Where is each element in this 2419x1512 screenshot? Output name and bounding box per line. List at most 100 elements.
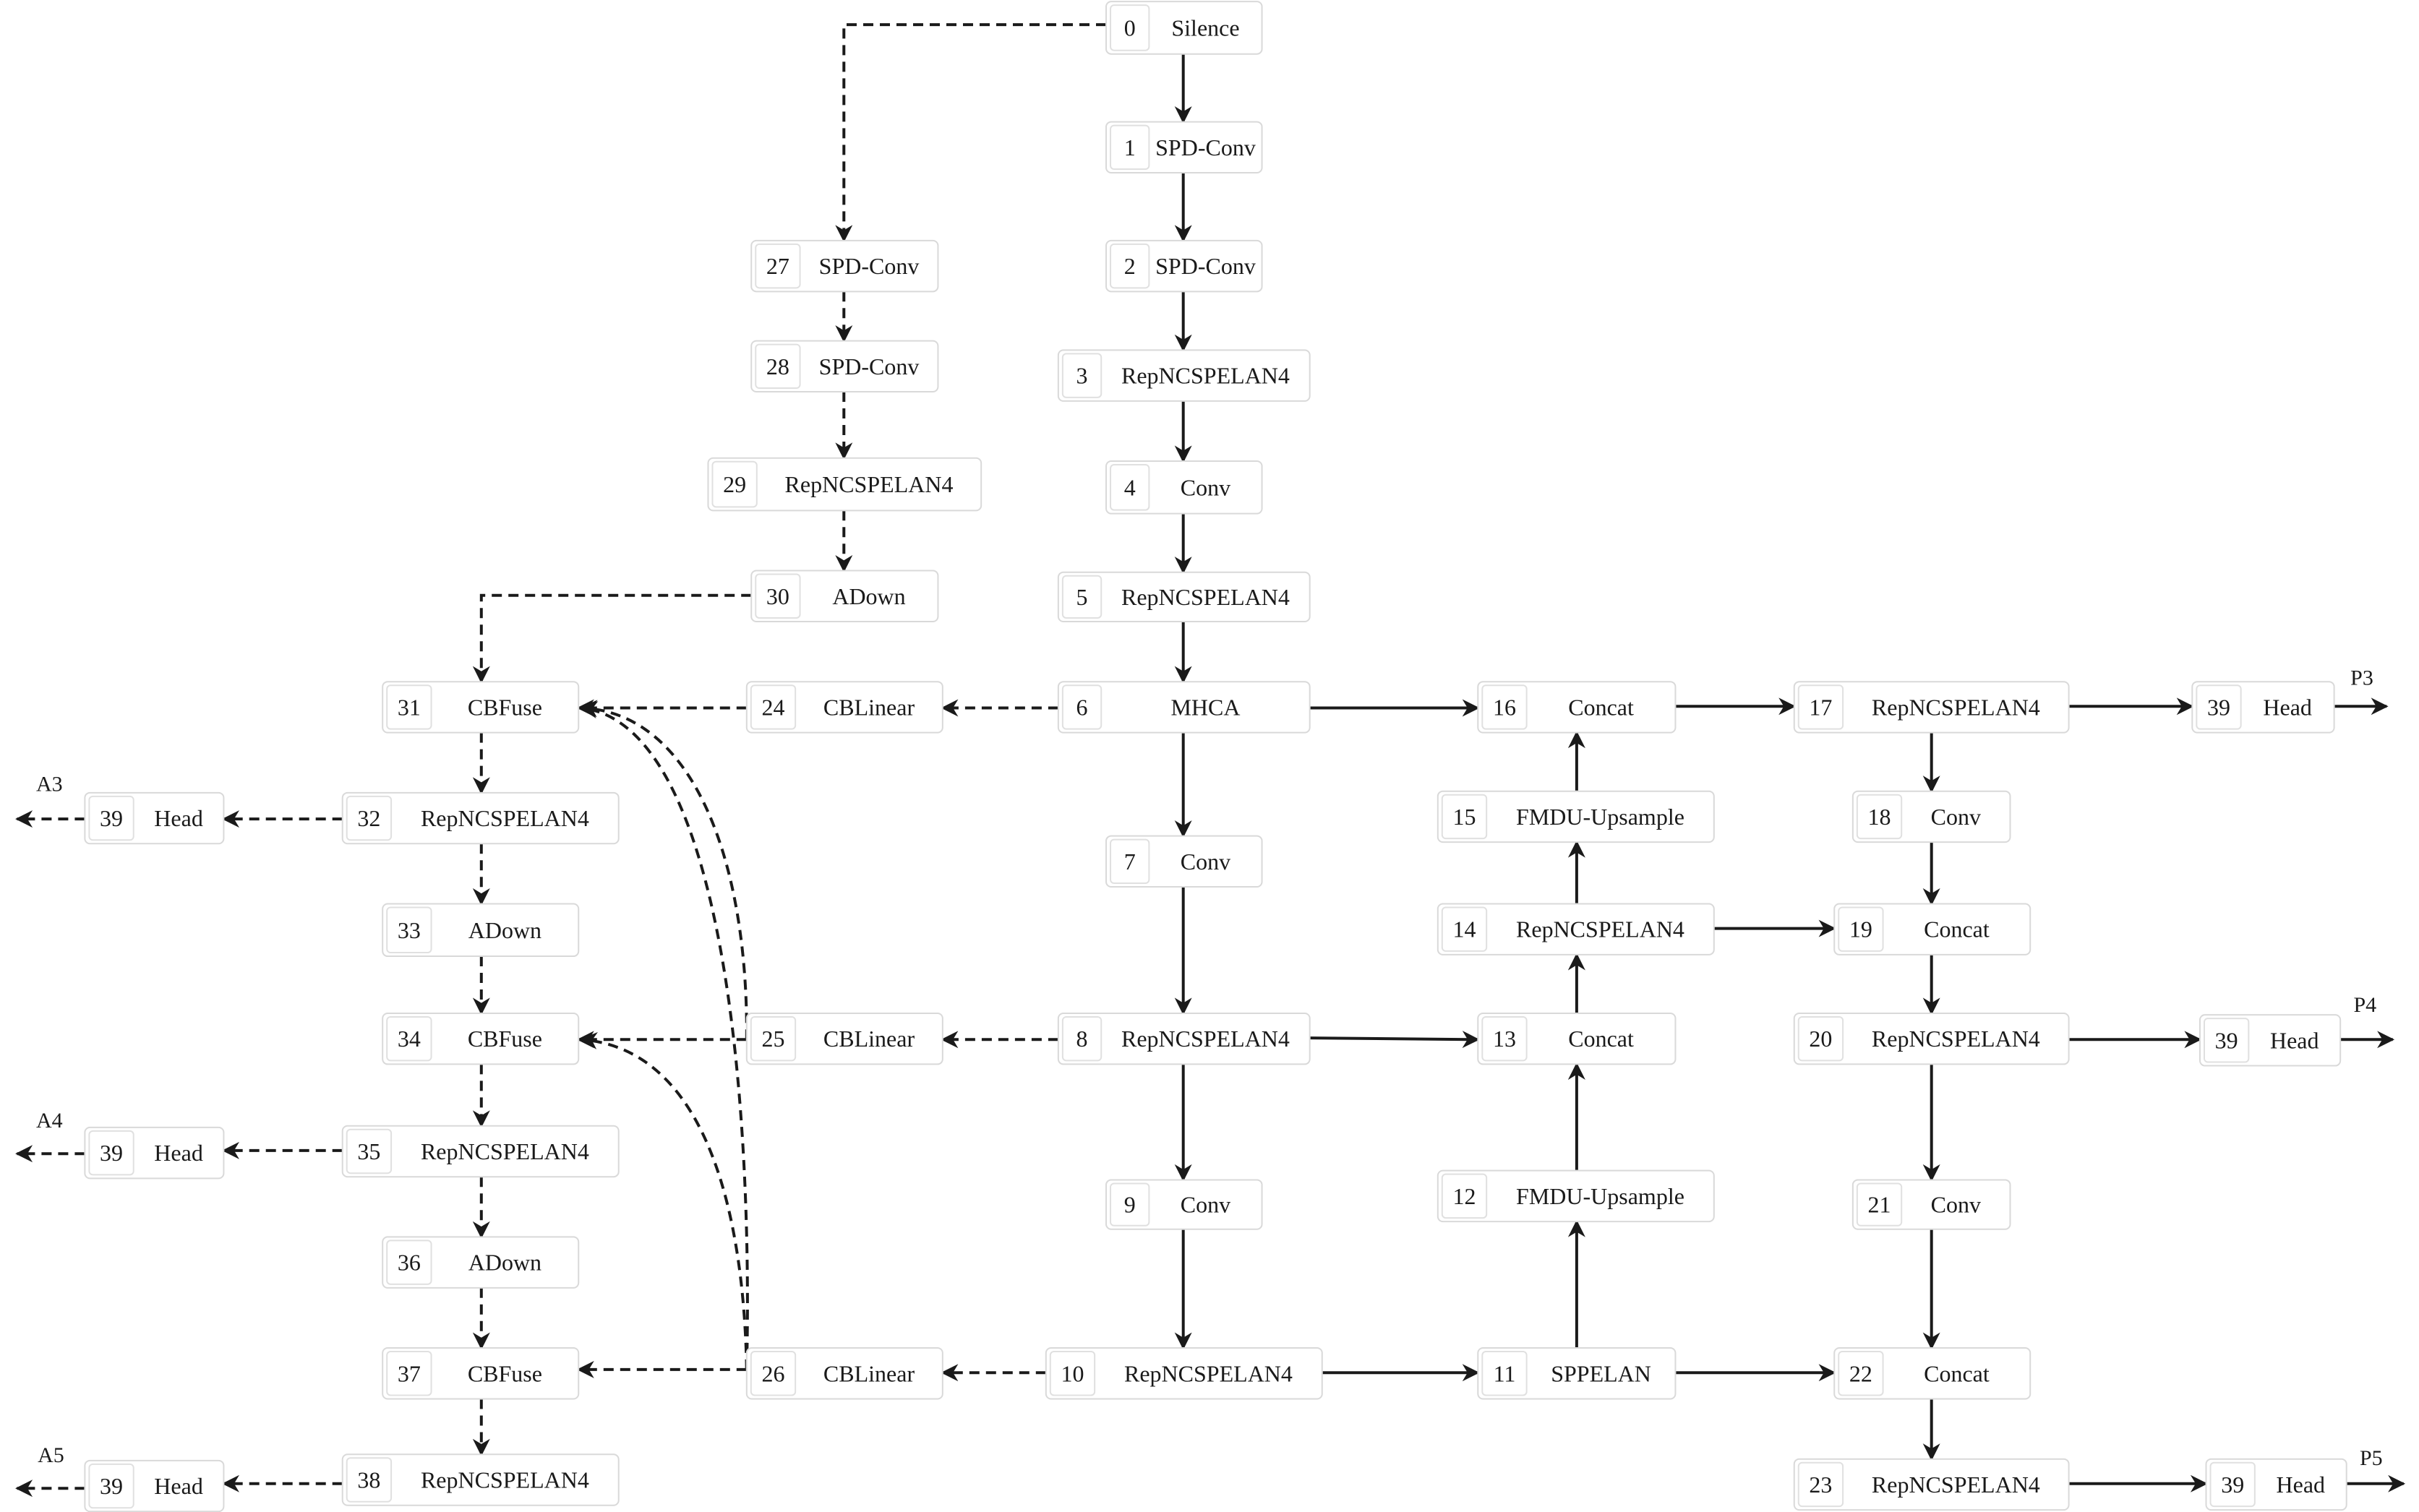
node-label: RepNCSPELAN4 (421, 1467, 589, 1493)
node-index-box (1110, 464, 1150, 511)
node-index-box (1856, 1182, 1903, 1227)
node-index: 21 (1868, 1192, 1891, 1218)
node-index-box (1061, 1015, 1103, 1062)
node-label: RepNCSPELAN4 (785, 471, 954, 497)
node-index-box (750, 1351, 797, 1396)
node-index-box (88, 1463, 134, 1509)
node-index-box (386, 1015, 432, 1062)
node-label: CBLinear (823, 694, 915, 720)
node-label: RepNCSPELAN4 (421, 1138, 589, 1164)
node-index: 18 (1868, 804, 1891, 830)
node-index: 32 (357, 805, 380, 831)
node-n35: 35 RepNCSPELAN4 (341, 1125, 620, 1178)
output-label-A4: A4 (36, 1109, 63, 1133)
node-box (1057, 681, 1311, 734)
node-label: Concat (1924, 1360, 1990, 1386)
node-label: RepNCSPELAN4 (1121, 1026, 1290, 1052)
node-index: 4 (1124, 474, 1136, 500)
node-box (1057, 349, 1311, 402)
node-index-box (755, 243, 801, 289)
node-index-box (386, 684, 432, 730)
node-index: 39 (100, 805, 123, 831)
node-index: 20 (1809, 1026, 1832, 1052)
node-index-box (1838, 1351, 1884, 1396)
node-index-box (1110, 243, 1150, 289)
node-index-box (1838, 906, 1884, 952)
edge-n0-to-n27 (835, 23, 1106, 243)
node-index: 25 (761, 1026, 784, 1052)
node-label: Head (154, 805, 203, 831)
node-index-box (88, 1130, 134, 1176)
edge-n30-to-n31 (472, 593, 752, 684)
node-label: CBFuse (468, 1026, 542, 1052)
node-index: 31 (398, 694, 421, 720)
node-index: 1 (1124, 134, 1136, 160)
node-box (1057, 571, 1311, 622)
node-label: FMDU-Upsample (1516, 804, 1684, 830)
node-label: RepNCSPELAN4 (1121, 363, 1290, 389)
node-index: 34 (398, 1026, 421, 1052)
node-label: RepNCSPELAN4 (421, 805, 589, 831)
node-index-box (346, 795, 393, 841)
node-label: MHCA (1170, 694, 1240, 720)
edge-n26-to-n34 (580, 1032, 748, 1370)
node-index: 26 (761, 1360, 784, 1386)
node-index: 30 (766, 583, 789, 609)
node-label: Conv (1931, 1192, 1981, 1218)
node-index-box (1856, 794, 1903, 840)
node-label: CBFuse (468, 1360, 542, 1386)
node-label: Conv (1181, 849, 1230, 875)
node-label: Head (2263, 694, 2312, 720)
node-label: Head (154, 1140, 203, 1166)
node-index: 35 (357, 1138, 380, 1164)
node-label: Concat (1568, 1026, 1634, 1052)
node-index-box (346, 1128, 393, 1174)
node-index-box (750, 684, 797, 730)
node-label: RepNCSPELAN4 (1516, 916, 1684, 942)
node-box (1437, 790, 1715, 843)
node-index-box (1061, 353, 1103, 398)
node-index-box (386, 1240, 432, 1285)
node-label: SPD-Conv (1155, 134, 1256, 160)
node-box (707, 457, 982, 512)
output-label-P4: P4 (2353, 993, 2376, 1017)
edges-layer (15, 23, 2406, 1498)
node-index: 19 (1849, 916, 1872, 942)
node-index-box (750, 1015, 797, 1062)
node-index: 16 (1493, 694, 1516, 720)
node-index-box (88, 795, 134, 841)
node-label: CBLinear (823, 1026, 915, 1052)
node-index-box (346, 1457, 393, 1503)
node-index: 39 (2207, 694, 2230, 720)
node-index: 39 (2221, 1472, 2244, 1498)
node-box (341, 1453, 620, 1506)
node-index: 0 (1124, 14, 1136, 40)
node-index: 13 (1493, 1026, 1516, 1052)
output-label-A5: A5 (38, 1443, 64, 1467)
